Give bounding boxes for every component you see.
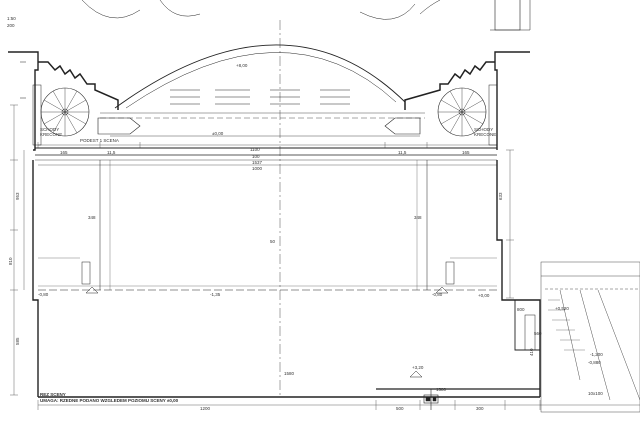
stair-zigzag-left <box>38 61 119 110</box>
dim-height-right: 633 <box>498 192 503 200</box>
stage-arch-inner <box>125 52 397 109</box>
annex-frame <box>540 261 640 413</box>
left-dimension-chain <box>10 104 25 396</box>
dim-right-step: 11,5 <box>398 150 407 155</box>
nosing-right <box>384 117 421 135</box>
dim-bottom-right: 300 <box>476 406 484 411</box>
stair-zigzag-right <box>404 61 495 110</box>
bottom-dimension-chain <box>37 400 640 410</box>
stair-left-label-1: SCHODY <box>40 127 60 132</box>
top-dimension-chain <box>37 142 498 166</box>
level-arch-top: +8,00 <box>236 63 248 68</box>
dim-right-offset: 165 <box>462 150 470 155</box>
dim-mid-left: 348 <box>88 215 96 220</box>
dim-bottom-center-small: 1580 <box>436 387 447 392</box>
top-wall-right-2 <box>490 0 531 31</box>
dim-left-vert2: 585 <box>15 337 20 345</box>
dim-left-offset: 165 <box>60 150 68 155</box>
dim-right-h2: 410 <box>529 348 534 356</box>
right-dimension-chain <box>506 149 514 299</box>
level-pit-left: -0,80 <box>38 292 49 297</box>
scale-label: 1:50 <box>7 16 16 21</box>
lower-left-wall <box>32 160 39 397</box>
dim-span-half-right: 1000 <box>252 166 263 171</box>
annex-door <box>524 314 536 351</box>
top-decoration-right <box>359 0 441 20</box>
stair-right-label-1: SCHODY <box>474 127 494 132</box>
level-bottom-mark: +3,20 <box>412 365 424 370</box>
level-right-small: -1,200 <box>590 352 603 357</box>
dim-left-vert: 810 <box>8 257 13 265</box>
elevation-marker-bottom <box>409 370 423 378</box>
pit-box-left <box>81 261 91 285</box>
wall-hatch-left <box>32 84 42 146</box>
lower-right-wall <box>496 160 541 397</box>
upper-right-wall <box>494 51 530 150</box>
dim-mid-center: 50 <box>270 239 276 244</box>
dim-mid-right: 348 <box>414 215 422 220</box>
level-right-low: -0,880 <box>588 360 601 365</box>
dim-left-step: 11,5 <box>107 150 116 155</box>
deck-label: PODEST 1 SCENA <box>80 138 119 143</box>
top-wall-right <box>494 0 521 31</box>
dim-bottom-center: 1580 <box>284 371 295 376</box>
annex-ramp <box>559 289 640 401</box>
dim-span-half-left: 100 <box>252 154 260 159</box>
stage-arch <box>114 44 406 109</box>
dim-right-h1: 560 <box>534 331 542 336</box>
drawing-title-1: REZ SCENY <box>40 392 66 397</box>
stair-right-label-2: KRECONE <box>474 132 497 137</box>
upper-left-wall <box>8 51 39 151</box>
dim-right-width: 800 <box>517 307 525 312</box>
bottom-marker <box>423 389 439 410</box>
elevation-marker-mid <box>85 286 449 294</box>
dim-bottom-mid: 500 <box>396 406 404 411</box>
dim-bottom-left: 1200 <box>200 406 211 411</box>
nosing-left <box>97 117 141 135</box>
dim-span-total: 1537 <box>252 160 263 165</box>
stair-left-label-2: KRECONE <box>40 132 63 137</box>
annex-label: 10x100 <box>588 391 603 396</box>
spiral-stair-left-steps <box>41 88 89 136</box>
dim-height-left: 953 <box>15 192 20 200</box>
spiral-stair-right-steps <box>438 88 486 136</box>
dim-span-main: 1100 <box>250 147 260 152</box>
level-low: +0,00 <box>478 293 490 298</box>
level-side: -1,35 <box>210 292 221 297</box>
annex-hatch <box>548 299 585 351</box>
pit-box-right <box>445 261 455 285</box>
arch-hatch-lines <box>170 89 350 105</box>
top-decoration-left <box>81 0 201 19</box>
level-right-mid: +0,520 <box>555 306 569 311</box>
level-stage: ±0,00 <box>212 131 224 136</box>
level-pit-right: -0,80 <box>432 292 443 297</box>
drawing-title-2: UMAGA: RZEDNE PODANO WZGLEDEM POZIOMU SC… <box>40 398 179 403</box>
scale-value: 200 <box>7 23 15 28</box>
